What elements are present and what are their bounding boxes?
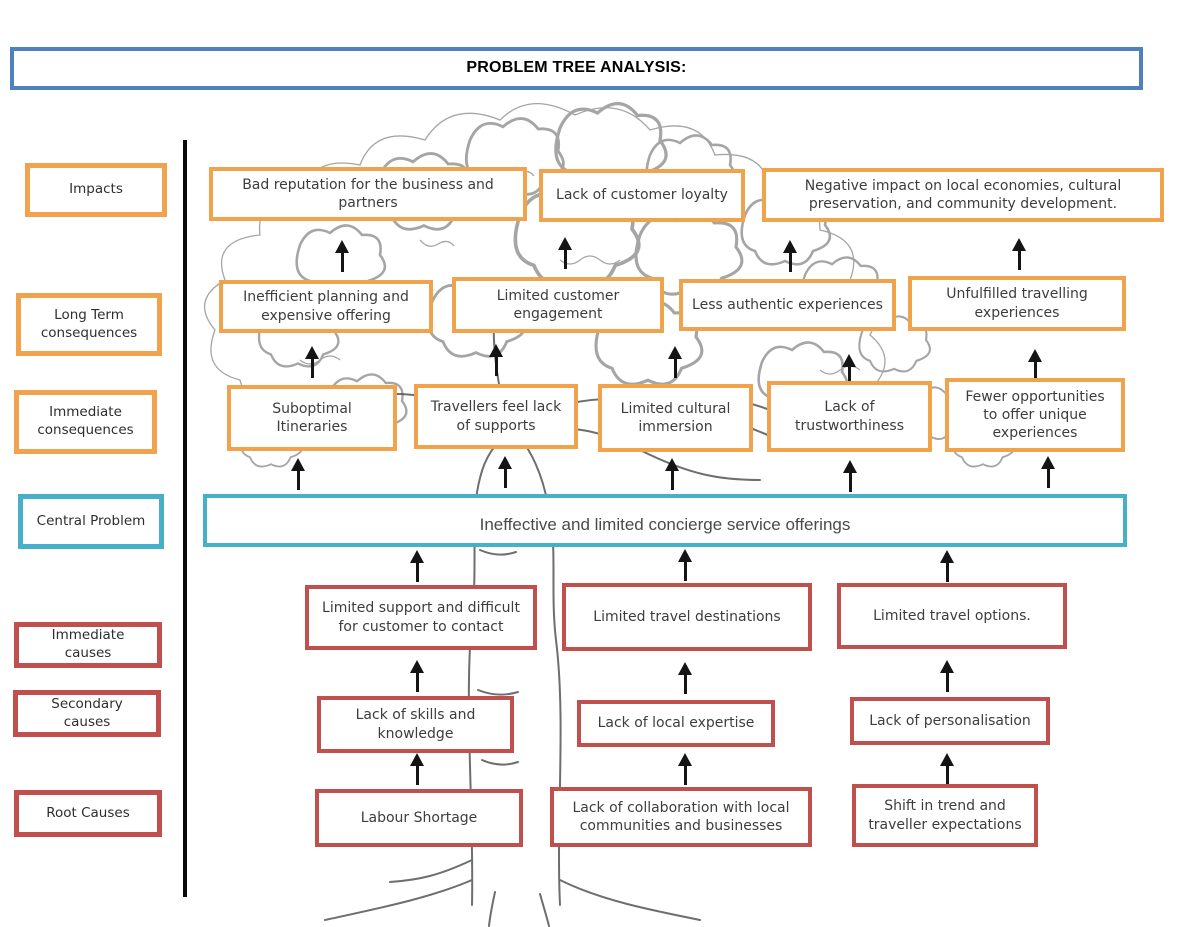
secondary-cause-box-3: Lack of personalisation	[850, 697, 1050, 745]
up-arrow-icon	[496, 456, 514, 490]
up-arrow-icon	[408, 660, 426, 694]
immediate-cause-box-2: Limited travel destinations	[562, 583, 812, 651]
vertical-divider	[183, 140, 187, 897]
root-cause-box-1: Labour Shortage	[315, 789, 523, 847]
up-arrow-icon	[781, 240, 799, 274]
long-term-box-3: Less authentic experiences	[679, 279, 896, 331]
central-problem-box: Ineffective and limited concierge servic…	[203, 494, 1127, 547]
impact-box-1: Bad reputation for the business and part…	[209, 167, 527, 221]
legend-immediate-consequences-label: Immediate consequences	[14, 390, 157, 454]
up-arrow-icon	[556, 237, 574, 271]
up-arrow-icon	[841, 460, 859, 494]
immediate-consequence-box-1: Suboptimal Itineraries	[227, 385, 397, 451]
immediate-consequence-box-3: Limited cultural immersion	[598, 384, 753, 452]
up-arrow-icon	[408, 550, 426, 584]
immediate-consequence-box-2: Travellers feel lack of supports	[414, 384, 578, 449]
up-arrow-icon	[1039, 456, 1057, 490]
secondary-cause-box-1: Lack of skills and knowledge	[317, 696, 514, 753]
legend-central-problem-label: Central Problem	[18, 494, 164, 549]
up-arrow-icon	[938, 753, 956, 787]
legend-secondary-causes-label: Secondary causes	[13, 690, 161, 737]
immediate-cause-box-1: Limited support and difficult for custom…	[305, 585, 537, 650]
up-arrow-icon	[676, 662, 694, 696]
up-arrow-icon	[333, 240, 351, 274]
legend-root-causes-label: Root Causes	[14, 790, 162, 837]
root-cause-box-2: Lack of collaboration with local communi…	[550, 787, 812, 847]
up-arrow-icon	[938, 660, 956, 694]
up-arrow-icon	[303, 346, 321, 380]
legend-immediate-causes-label: Immediate causes	[14, 622, 162, 668]
legend-long-term-label: Long Term consequences	[16, 293, 162, 356]
up-arrow-icon	[666, 346, 684, 380]
legend-impacts-label: Impacts	[25, 163, 167, 217]
impact-box-2: Lack of customer loyalty	[539, 169, 745, 222]
up-arrow-icon	[487, 344, 505, 378]
long-term-box-2: Limited customer engagement	[452, 277, 664, 333]
immediate-consequence-box-5: Fewer opportunities to offer unique expe…	[945, 378, 1125, 452]
up-arrow-icon	[408, 753, 426, 787]
up-arrow-icon	[663, 458, 681, 492]
immediate-consequence-box-4: Lack of trustworthiness	[767, 381, 932, 452]
long-term-box-4: Unfulfilled travelling experiences	[908, 276, 1126, 331]
up-arrow-icon	[938, 550, 956, 584]
root-cause-box-3: Shift in trend and traveller expectation…	[852, 784, 1038, 847]
secondary-cause-box-2: Lack of local expertise	[577, 700, 775, 747]
up-arrow-icon	[676, 549, 694, 583]
up-arrow-icon	[289, 458, 307, 492]
page-title: PROBLEM TREE ANALYSIS:	[10, 47, 1143, 90]
immediate-cause-box-3: Limited travel options.	[837, 583, 1067, 649]
impact-box-3: Negative impact on local economies, cult…	[762, 168, 1164, 222]
long-term-box-1: Inefficient planning and expensive offer…	[219, 280, 433, 333]
up-arrow-icon	[1010, 238, 1028, 272]
up-arrow-icon	[676, 753, 694, 787]
